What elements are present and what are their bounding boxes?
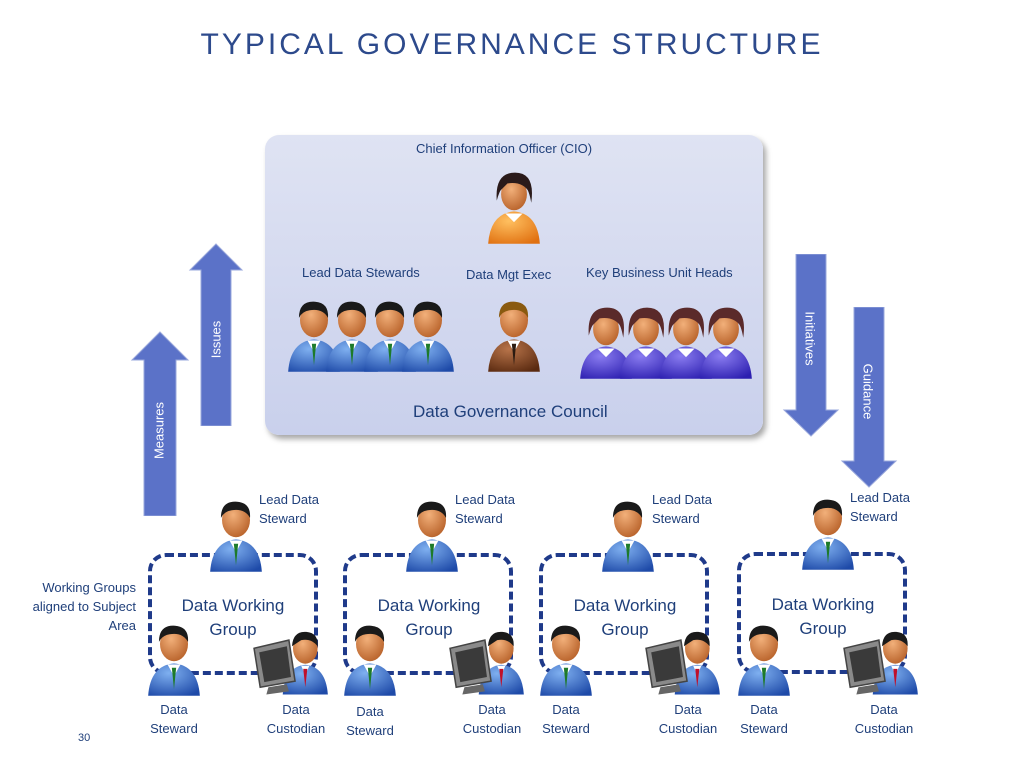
data-steward-person-icon [146,616,202,700]
council-name: Data Governance Council [413,402,608,421]
lead-steward-person-icon [208,496,264,572]
data-steward-label: Data Steward [740,702,788,736]
data-custodian-computer-icon [644,616,726,696]
data-custodian-label: Data Custodian [854,702,914,736]
page-number: 30 [78,732,91,744]
lead-steward-person-icon [400,292,456,376]
lead-data-steward-label: Lead Data Steward [259,492,319,526]
guidance-label: Guidance [860,363,876,420]
initiatives-arrow-down-icon [782,254,840,437]
working-group-name: Data Working Group [377,596,481,639]
page-title: TYPICAL GOVERNANCE STRUCTURE [200,28,824,61]
measures-arrow-up-icon [130,331,190,516]
data-steward-person-icon [538,616,594,700]
data-steward-person-icon [342,616,398,700]
data-steward-label: Data Steward [346,704,394,738]
data-mgt-exec-person-icon [486,292,542,376]
data-custodian-label: Data Custodian [266,702,326,736]
lead-data-steward-label: Lead Data Steward [850,490,910,524]
working-groups-note: Working Groups aligned to Subject Area [32,580,136,633]
guidance-arrow-down-icon [840,307,898,488]
data-custodian-computer-icon [448,616,530,696]
cio-person-icon [486,168,542,244]
measures-label: Measures [151,401,167,460]
data-custodian-computer-icon [252,616,334,696]
key-business-unit-heads-label: Key Business Unit Heads [586,265,733,280]
data-steward-person-icon [736,616,792,700]
lead-steward-person-icon [600,496,656,572]
lead-data-steward-label: Lead Data Steward [455,492,515,526]
issues-label: Issues [208,320,224,359]
business-unit-head-person-icon [698,298,754,384]
data-steward-label: Data Steward [542,702,590,736]
data-custodian-label: Data Custodian [462,702,522,736]
lead-steward-person-icon [404,496,460,572]
cio-label: Chief Information Officer (CIO) [416,141,593,156]
issues-arrow-up-icon [188,243,244,426]
lead-steward-person-icon [800,494,856,570]
working-group-name: Data Working Group [181,596,285,639]
initiatives-label: Initiatives [802,311,818,366]
data-custodian-computer-icon [842,616,924,696]
data-steward-label: Data Steward [150,702,198,736]
lead-data-stewards-label: Lead Data Stewards [302,265,420,280]
working-group-name: Data Working Group [771,595,875,638]
working-group-name: Data Working Group [573,596,677,639]
data-custodian-label: Data Custodian [658,702,718,736]
data-mgt-exec-label: Data Mgt Exec [466,267,552,282]
lead-data-steward-label: Lead Data Steward [652,492,712,526]
